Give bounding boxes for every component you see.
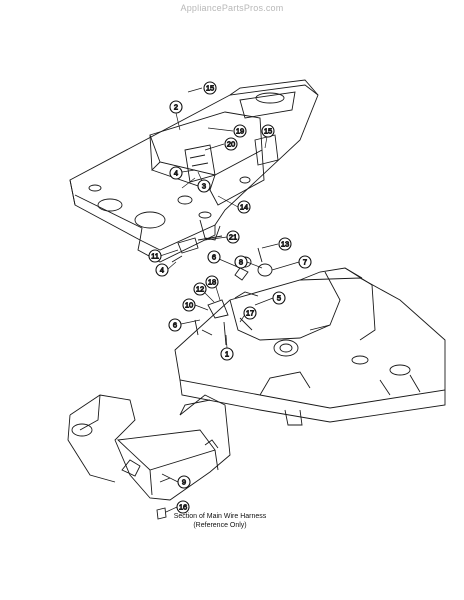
svg-text:2: 2 [174, 103, 178, 112]
callout-21: 21 [226, 230, 240, 244]
callout-20: 20 [224, 137, 238, 151]
svg-text:1: 1 [225, 350, 229, 359]
callout-16: 16 [176, 500, 190, 514]
caption-line-1: Section of Main Wire Harness [173, 513, 267, 520]
svg-text:10: 10 [185, 301, 193, 310]
callout-1: 1 [220, 347, 234, 361]
svg-text:16: 16 [179, 503, 187, 512]
callout-15-top: 15 [203, 81, 217, 95]
svg-text:21: 21 [229, 233, 237, 242]
svg-text:5: 5 [277, 294, 281, 303]
callout-13: 13 [278, 237, 292, 251]
svg-text:7: 7 [303, 258, 307, 267]
callout-4-top: 4 [169, 166, 183, 180]
callout-6-top: 6 [207, 250, 221, 264]
callout-8: 8 [234, 255, 248, 269]
callout-3: 3 [197, 179, 211, 193]
svg-text:18: 18 [208, 278, 216, 287]
callout-10: 10 [182, 298, 196, 312]
lower-console [67, 394, 231, 520]
callout-19: 19 [233, 124, 247, 138]
callout-14: 14 [237, 200, 251, 214]
callout-9: 9 [177, 475, 191, 489]
callout-17: 17 [243, 306, 257, 320]
svg-text:14: 14 [240, 203, 248, 212]
caption-line-2: (Reference Only) [193, 522, 247, 529]
harness-caption: Section of Main Wire Harness (Reference … [140, 512, 300, 530]
svg-text:8: 8 [239, 258, 243, 267]
mid-small-parts [171, 235, 273, 281]
callout-15-right: 15 [261, 124, 275, 138]
svg-text:6: 6 [173, 321, 177, 330]
upper-frame [69, 79, 319, 263]
callout-11: 11 [148, 249, 162, 263]
callout-6-mid: 6 [168, 318, 182, 332]
leader-lines [159, 87, 300, 513]
svg-text:9: 9 [182, 478, 186, 487]
callout-5: 5 [272, 291, 286, 305]
callout-18: 18 [205, 275, 219, 289]
svg-text:15: 15 [264, 127, 272, 136]
svg-text:3: 3 [202, 182, 206, 191]
svg-text:6: 6 [212, 253, 216, 262]
svg-text:20: 20 [227, 140, 235, 149]
callout-2: 2 [169, 100, 183, 114]
svg-text:12: 12 [196, 285, 204, 294]
watermark: AppliancePartsPros.com [180, 3, 284, 13]
svg-text:4: 4 [160, 266, 164, 275]
main-frame [174, 267, 446, 426]
svg-text:11: 11 [151, 252, 159, 261]
svg-text:19: 19 [236, 127, 244, 136]
callout-7: 7 [298, 255, 312, 269]
callout-4-mid: 4 [155, 263, 169, 277]
svg-text:4: 4 [174, 169, 178, 178]
callout-12: 12 [193, 282, 207, 296]
svg-text:17: 17 [246, 309, 254, 318]
svg-text:15: 15 [206, 84, 214, 93]
svg-text:13: 13 [281, 240, 289, 249]
